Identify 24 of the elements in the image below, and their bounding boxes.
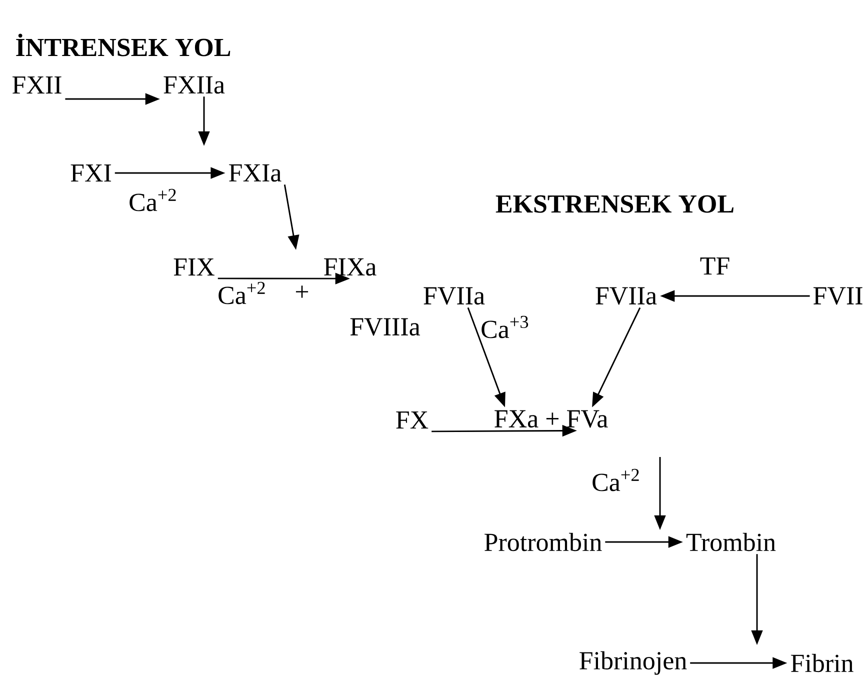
heading: EKSTRENSEK YOL	[496, 195, 734, 213]
heading: İNTRENSEK YOL	[16, 34, 230, 56]
text-label: +	[296, 286, 308, 298]
term-label: Trombin	[686, 532, 776, 552]
text-label: FVIIIa	[350, 318, 420, 336]
term-label: Fibrin	[790, 654, 854, 672]
text-label: Ca$^{+2}$	[130, 188, 176, 212]
text-label: Ca$^{+3}$	[482, 316, 528, 338]
term-label: FXa + FVa	[494, 410, 608, 428]
term-label: Protrombin	[484, 532, 602, 552]
term-label: FXIa	[229, 164, 282, 182]
text-label: Ca$^{+2}$	[218, 282, 265, 304]
term-label: Fibrinojen	[580, 651, 687, 675]
term-label: FXII	[12, 76, 62, 94]
text-label: Ca$^{+2}$	[592, 468, 639, 492]
term-label: FIX	[174, 258, 214, 276]
term-label: FVIIa	[596, 287, 657, 305]
term-label: FX	[396, 412, 428, 429]
term-label: FIXa	[324, 258, 376, 276]
term-label: FXIIa	[164, 76, 225, 94]
term-label: FVII	[813, 287, 862, 305]
term-label: FVIIa	[424, 287, 485, 305]
text-label: TF	[700, 258, 730, 275]
term-label: FXI	[70, 164, 112, 182]
